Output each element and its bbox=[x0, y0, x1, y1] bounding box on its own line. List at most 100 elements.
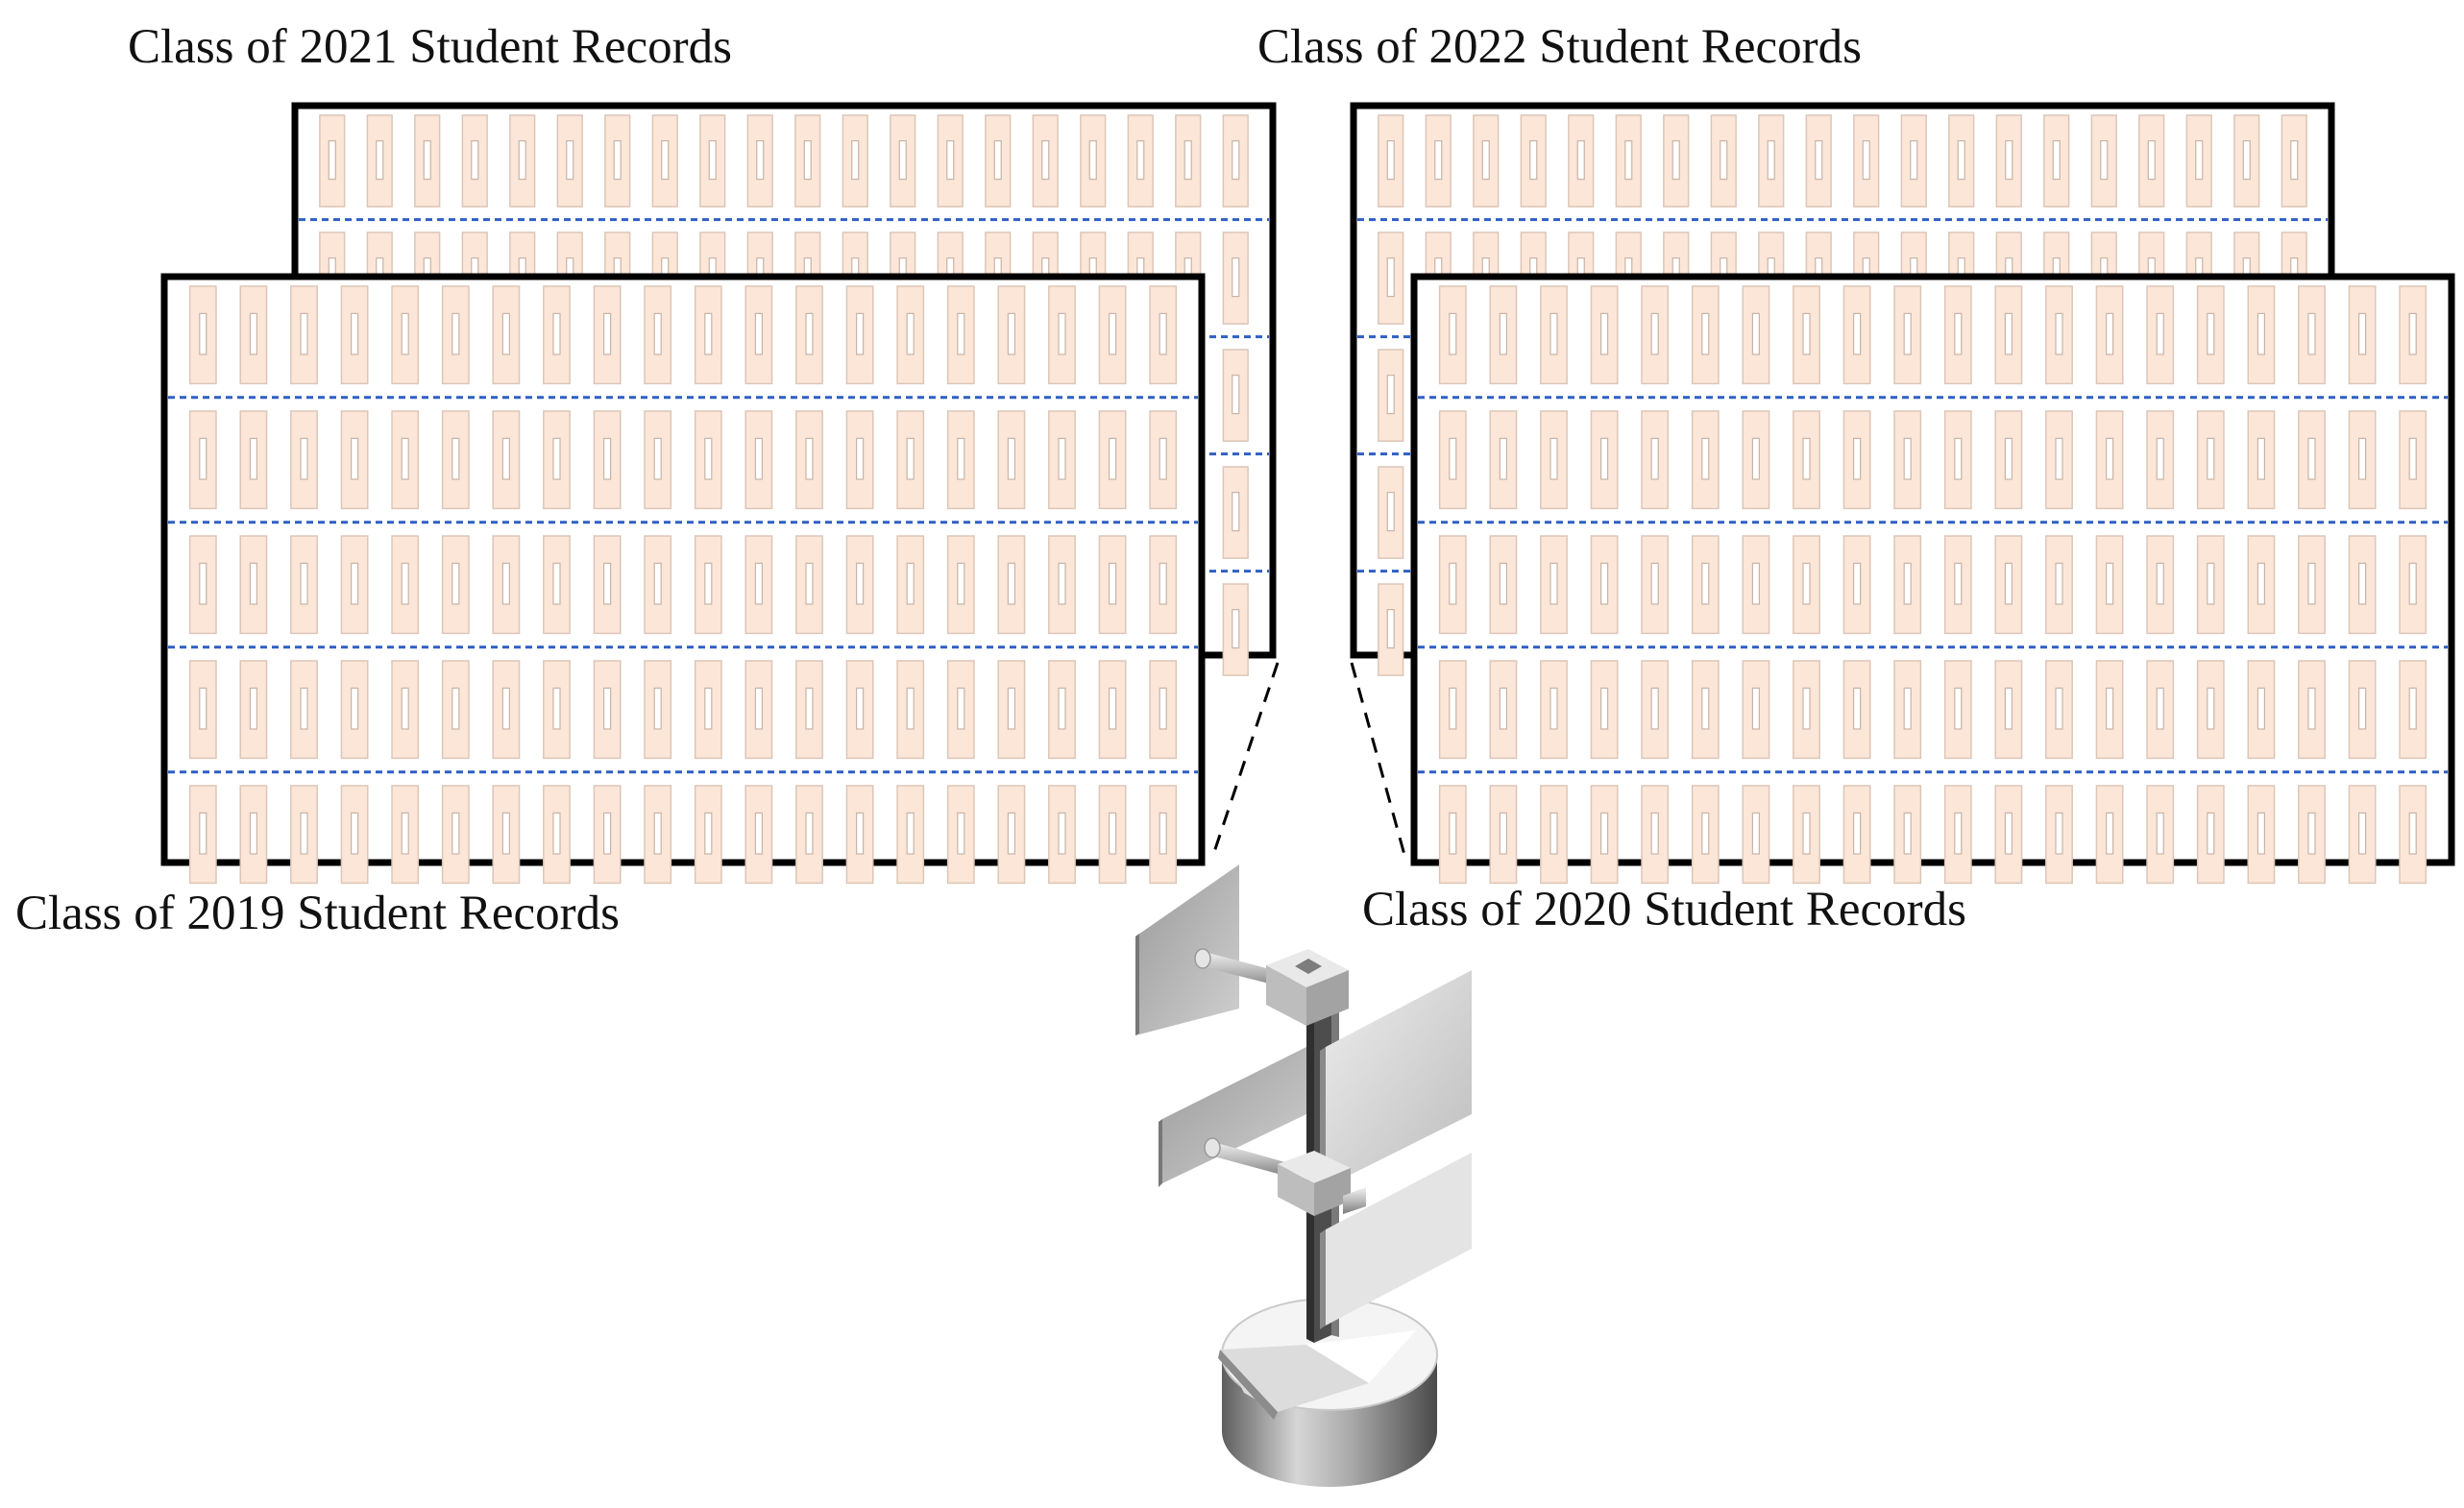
record-slot-window bbox=[471, 140, 479, 181]
record-slot-window bbox=[199, 312, 207, 355]
record-slot bbox=[2298, 285, 2326, 385]
record-slot-window bbox=[855, 312, 865, 355]
record-slot-window bbox=[661, 140, 670, 181]
record-slot-window bbox=[602, 562, 612, 605]
record-slot-window bbox=[1007, 687, 1016, 730]
record-slot-window bbox=[501, 437, 511, 480]
record-slot-window bbox=[1159, 687, 1167, 730]
record-slot-window bbox=[708, 140, 717, 181]
record-slot-window bbox=[552, 812, 561, 855]
record-slot-window bbox=[300, 812, 308, 855]
record-slot-window bbox=[1751, 437, 1761, 480]
record-slot-window bbox=[2358, 312, 2367, 355]
label-class-2019: Class of 2019 Student Records bbox=[15, 887, 620, 940]
record-slot-window bbox=[2055, 437, 2063, 480]
record-slot-window bbox=[1007, 562, 1016, 605]
record-slot-window bbox=[376, 140, 384, 181]
record-slot bbox=[794, 114, 821, 207]
record-slot-window bbox=[2055, 562, 2063, 605]
record-slot-window bbox=[1499, 437, 1508, 480]
record-slot-window bbox=[1232, 609, 1240, 649]
record-slot-window bbox=[552, 687, 561, 730]
record-slot-window bbox=[351, 312, 359, 355]
record-slot-window bbox=[805, 812, 814, 855]
record-slot-window bbox=[803, 140, 812, 181]
record-slot bbox=[1489, 285, 1518, 385]
record-slot bbox=[1540, 660, 1568, 760]
record-slot-window bbox=[2005, 140, 2013, 181]
record-slot-window bbox=[1954, 312, 1963, 355]
record-slot-window bbox=[2358, 562, 2367, 605]
record-slot-window bbox=[2156, 312, 2164, 355]
record-slot-window bbox=[1058, 687, 1066, 730]
record-slot bbox=[2399, 535, 2427, 635]
record-slot-window bbox=[1576, 140, 1585, 181]
record-slot-window bbox=[1386, 375, 1395, 415]
record-slot bbox=[290, 285, 318, 385]
record-slot-window bbox=[602, 687, 612, 730]
record-slot-window bbox=[957, 562, 965, 605]
record-slot-window bbox=[401, 312, 409, 355]
record-slot-window bbox=[199, 437, 207, 480]
record-slot-window bbox=[199, 562, 207, 605]
record-slot-window bbox=[1720, 140, 1728, 181]
record-slot bbox=[593, 285, 622, 385]
record-slot-window bbox=[1159, 437, 1167, 480]
record-slot bbox=[1438, 535, 1467, 635]
record-slot-window bbox=[855, 812, 865, 855]
record-slot-window bbox=[754, 812, 764, 855]
record-slot-window bbox=[1903, 687, 1912, 730]
record-slot-window bbox=[2156, 812, 2164, 855]
record-slot-window bbox=[2408, 687, 2417, 730]
record-slot-window bbox=[2257, 687, 2265, 730]
record-slot-window bbox=[1650, 687, 1659, 730]
record-panel-2019 bbox=[160, 273, 1206, 885]
record-slot-window bbox=[602, 437, 612, 480]
record-slot-window bbox=[2055, 812, 2063, 855]
record-slot-window bbox=[754, 437, 764, 480]
record-slot-window bbox=[1232, 140, 1240, 181]
record-slot-window bbox=[2055, 687, 2063, 730]
record-slot bbox=[239, 660, 268, 760]
record-slot-window bbox=[501, 562, 511, 605]
record-slot-window bbox=[1862, 140, 1870, 181]
record-slot bbox=[1222, 583, 1249, 676]
record-slot-window bbox=[1499, 812, 1508, 855]
record-slot-window bbox=[1183, 140, 1192, 181]
record-slot-window bbox=[754, 562, 764, 605]
record-slot-window bbox=[249, 562, 257, 605]
record-slot-window bbox=[451, 812, 460, 855]
record-slot-window bbox=[423, 140, 431, 181]
record-slot-window bbox=[1386, 492, 1395, 532]
record-slot-window bbox=[2106, 437, 2114, 480]
record-slot-window bbox=[898, 140, 907, 181]
record-slot bbox=[2298, 660, 2326, 760]
record-slot bbox=[340, 535, 369, 635]
record-slot-window bbox=[1434, 140, 1443, 181]
record-slot-window bbox=[2004, 687, 2013, 730]
record-slot-window bbox=[1232, 257, 1240, 298]
record-slot-window bbox=[2257, 437, 2265, 480]
record-slot-window bbox=[1903, 312, 1912, 355]
record-slot-window bbox=[2156, 562, 2164, 605]
record-slot bbox=[1710, 114, 1737, 207]
record-slot-window bbox=[2004, 312, 2013, 355]
record-slot-window bbox=[451, 312, 460, 355]
record-slot-window bbox=[1903, 562, 1912, 605]
record-slot-window bbox=[906, 312, 915, 355]
record-slot-window bbox=[1058, 437, 1066, 480]
record-slot-window bbox=[602, 312, 612, 355]
record-slot-window bbox=[2004, 562, 2013, 605]
record-slot-window bbox=[653, 687, 662, 730]
record-slot bbox=[1080, 114, 1107, 207]
record-slot-window bbox=[2257, 312, 2265, 355]
record-slot-window bbox=[2106, 812, 2114, 855]
record-slot-window bbox=[1802, 437, 1811, 480]
record-slot-window bbox=[2106, 562, 2114, 605]
record-slot-window bbox=[552, 562, 561, 605]
record-slot-window bbox=[2207, 312, 2215, 355]
record-slot-window bbox=[1007, 312, 1016, 355]
record-slot-window bbox=[946, 140, 955, 181]
record-slot-window bbox=[2358, 687, 2367, 730]
